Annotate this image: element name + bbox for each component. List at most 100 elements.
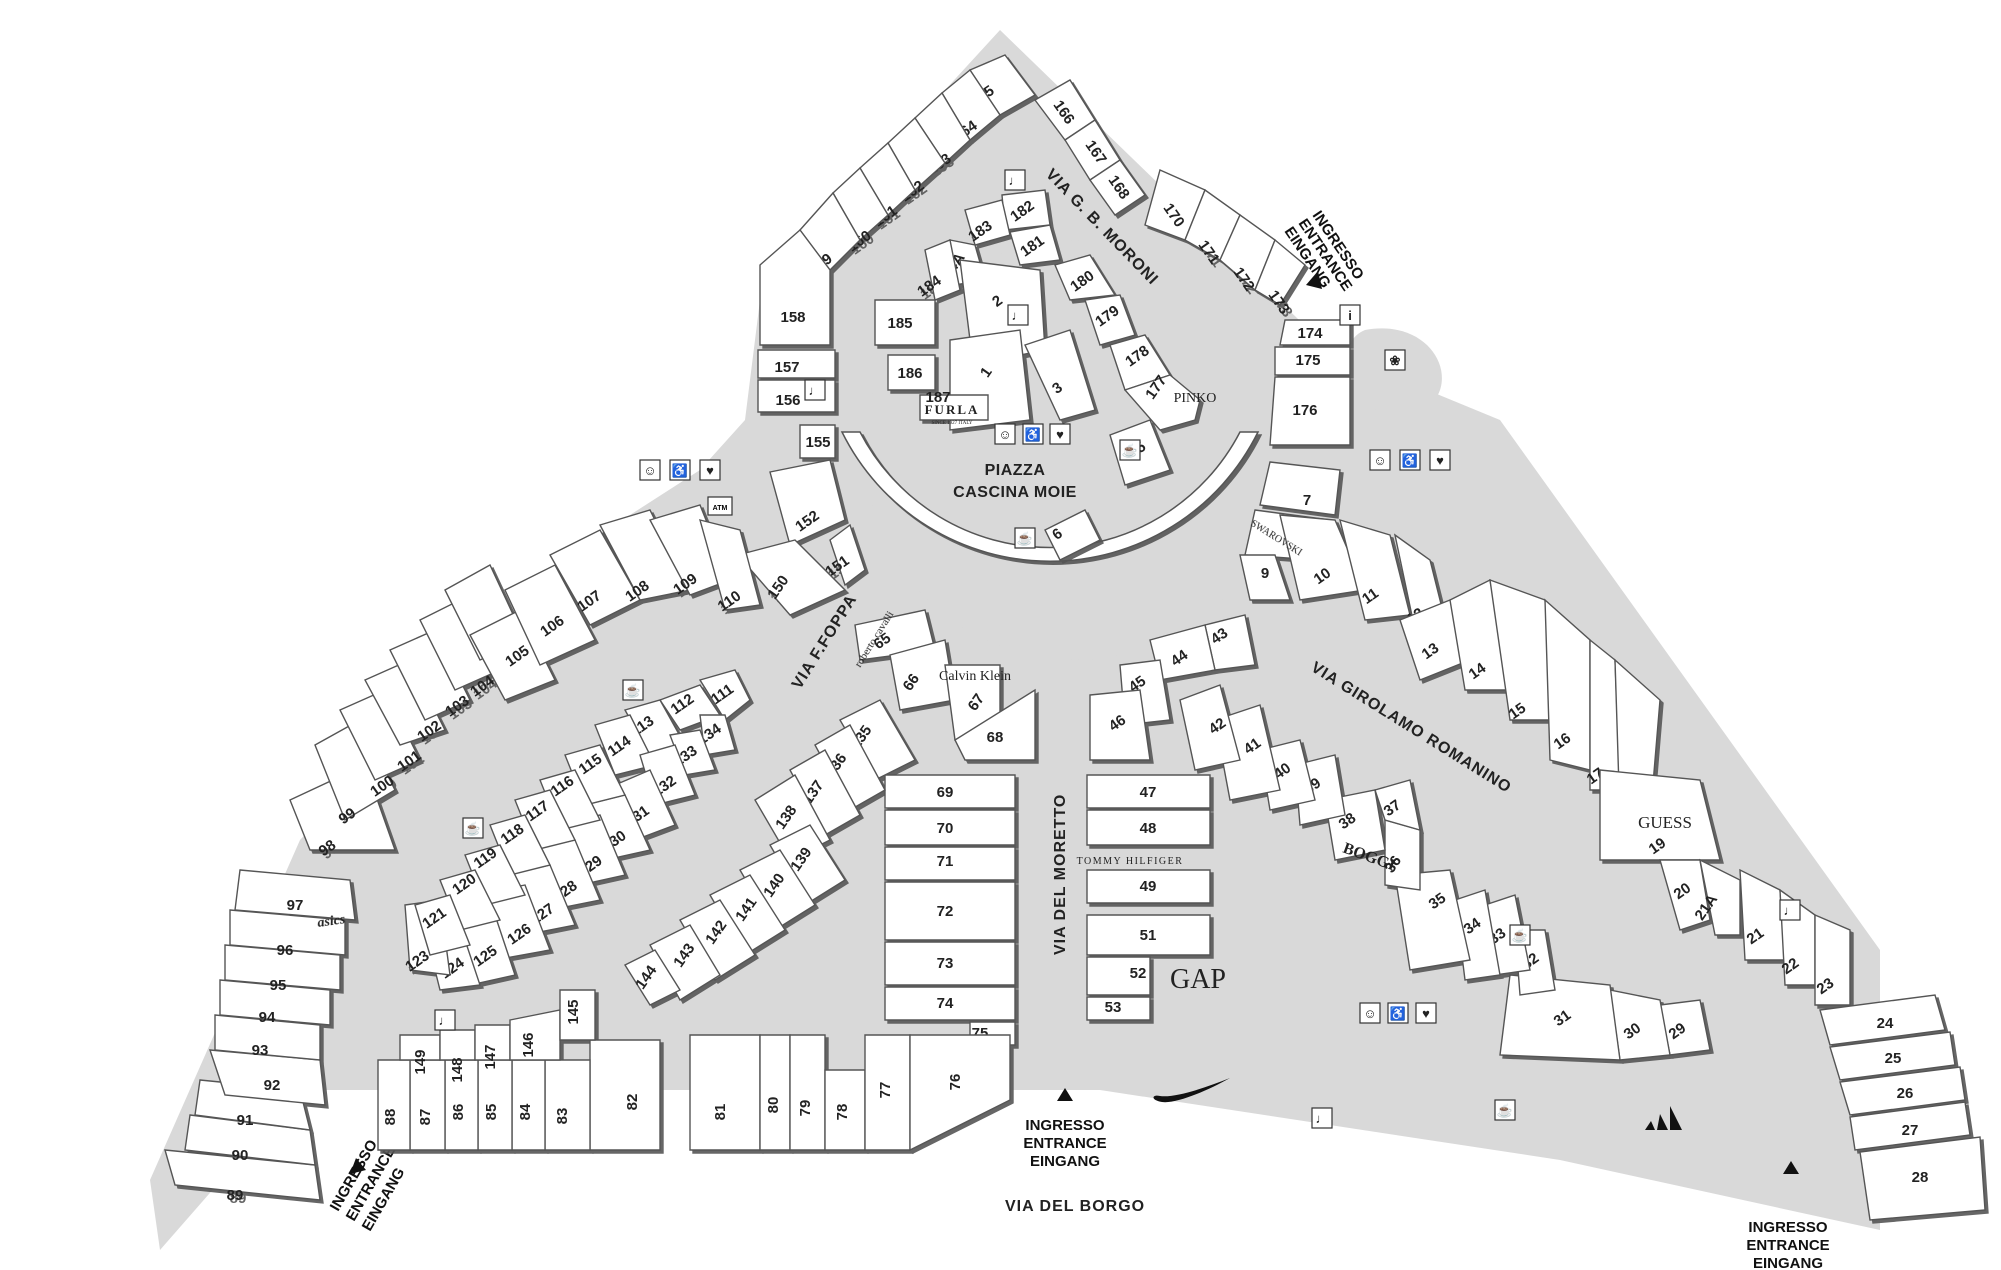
store-unit-shape[interactable] [757,349,836,379]
store-unit-27[interactable]: 27 [1849,1101,1971,1151]
store-unit-77[interactable]: 77 [864,1034,911,1151]
store-unit-shape[interactable] [829,523,866,587]
store-unit-180[interactable]: 180 [1054,254,1117,301]
store-unit-shape[interactable] [759,1034,791,1151]
store-unit-shape[interactable] [1374,779,1421,831]
store-unit-155[interactable]: 155 [799,424,836,459]
store-unit-26[interactable]: 26 [1839,1066,1966,1116]
store-unit-shape[interactable] [1086,996,1151,1021]
store-unit-23[interactable]: 23 [1814,913,1851,1006]
store-unit-171[interactable]: 171 [1184,188,1241,268]
store-unit-40[interactable]: 40 [1259,739,1316,811]
store-unit-174[interactable]: 174 [1279,319,1351,346]
store-unit-shape[interactable] [1814,913,1851,1006]
store-unit-shape[interactable] [789,1034,826,1151]
store-unit-166[interactable]: 166 [1033,79,1096,141]
store-unit-105[interactable]: 105 [469,609,556,701]
store-unit-shape[interactable] [314,719,396,822]
store-unit-143[interactable]: 143 [649,924,721,1001]
store-unit-shape[interactable] [1839,1066,1966,1116]
store-unit-7[interactable]: 7 [1259,461,1341,516]
store-unit-shape[interactable] [469,609,556,701]
store-unit-97[interactable]: 97 [234,869,356,921]
store-unit-shape[interactable] [164,1149,321,1201]
store-unit-148[interactable]: 148 [439,1029,476,1083]
store-unit-99[interactable]: 99 [314,719,396,828]
store-unit-shape[interactable] [1394,869,1471,971]
store-unit-181[interactable]: 181 [1009,224,1061,266]
store-unit-shape[interactable] [1499,974,1621,1061]
store-unit-shape[interactable] [414,894,471,956]
store-unit-46[interactable]: 46 [1089,689,1151,761]
store-unit-shape[interactable] [1009,224,1061,266]
store-unit-52[interactable]: 52 [1086,956,1151,996]
store-unit-shape[interactable] [964,199,1011,246]
store-unit-shape[interactable] [1086,914,1211,956]
store-unit-10[interactable]: 10 [1279,514,1366,601]
store-unit-shape[interactable] [769,459,846,546]
store-unit-73[interactable]: 73 [884,941,1016,986]
store-unit-83[interactable]: 83 [544,1059,591,1151]
store-unit-shape[interactable] [1259,461,1341,516]
store-unit-shape[interactable] [1239,554,1291,601]
store-unit-shape[interactable] [1086,809,1211,846]
store-unit-177[interactable]: 177 [1123,372,1201,431]
store-unit-shape[interactable] [1179,684,1241,771]
store-unit-shape[interactable] [887,354,936,391]
store-unit-28[interactable]: 28 [1859,1136,1986,1221]
store-unit-114[interactable]: 114 [594,714,657,776]
store-unit-shape[interactable] [1123,374,1201,431]
store-unit-168[interactable]: 168 [1089,159,1146,216]
store-unit-76[interactable]: 76 [909,1034,1011,1152]
store-unit-shape[interactable] [759,228,831,346]
store-unit-shape[interactable] [884,809,1016,846]
store-unit-53[interactable]: 53 [1086,996,1151,1021]
store-unit-shape[interactable] [1084,294,1136,346]
store-unit-81[interactable]: 81 [689,1034,761,1151]
store-unit-82[interactable]: 82 [589,1039,661,1151]
store-unit-shape[interactable] [339,689,421,781]
store-unit-shape[interactable] [1044,509,1101,561]
store-unit-shape[interactable] [874,299,936,346]
store-unit-187[interactable]: 187 [919,389,989,421]
store-unit-85[interactable]: 85 [477,1059,513,1151]
store-unit-shape[interactable] [924,239,961,301]
store-unit-74[interactable]: 74 [884,986,1016,1021]
store-unit-shape[interactable] [1829,1031,1956,1081]
store-unit-90[interactable]: 90 [184,1114,316,1166]
store-unit-37[interactable]: 37 [1374,779,1421,831]
store-unit-111[interactable]: 111 [698,669,751,722]
store-unit-shape[interactable] [504,564,596,666]
store-unit-20[interactable]: 20 [1659,859,1711,931]
entrance-south-west[interactable]: INGRESSO ENTRANCE EINGANG [327,1137,409,1234]
store-unit-shape[interactable] [544,1059,591,1151]
store-unit-21a[interactable]: 21A [1691,858,1741,936]
store-unit-shape[interactable] [1086,774,1211,809]
store-unit-25[interactable]: 25 [1829,1031,1956,1081]
store-unit-11[interactable]: 11 [1339,518,1411,621]
store-unit-shape[interactable] [1089,159,1146,216]
store-unit-146[interactable]: 146 [509,1009,561,1061]
store-unit-shape[interactable] [1254,238,1306,306]
store-unit-167[interactable]: 167 [1064,119,1121,181]
store-unit-shape[interactable] [439,1029,476,1061]
store-unit-shape[interactable] [1849,1101,1971,1151]
store-unit-shape[interactable] [909,1034,1011,1152]
store-unit-70[interactable]: 70 [884,809,1016,846]
store-unit-93[interactable]: 93 [214,1014,321,1061]
store-unit-shape[interactable] [1274,346,1351,376]
store-unit-88[interactable]: 88 [377,1059,411,1151]
entrance-south-center[interactable]: INGRESSO ENTRANCE EINGANG [1023,1088,1107,1170]
store-unit-shape[interactable] [954,688,1036,761]
store-unit-157[interactable]: 157 [757,349,836,379]
store-unit-35[interactable]: 35 [1394,869,1471,971]
store-unit-shape[interactable] [234,869,356,921]
store-unit-shape[interactable] [1599,769,1721,861]
store-unit-176[interactable]: 176 [1269,376,1351,446]
store-unit-shape[interactable] [1699,858,1741,936]
store-unit-68[interactable]: 68 [954,688,1036,761]
store-unit-shape[interactable] [884,846,1016,881]
store-unit-shape[interactable] [377,1059,411,1151]
store-unit-shape[interactable] [799,424,836,459]
store-unit-shape[interactable] [1659,859,1711,931]
